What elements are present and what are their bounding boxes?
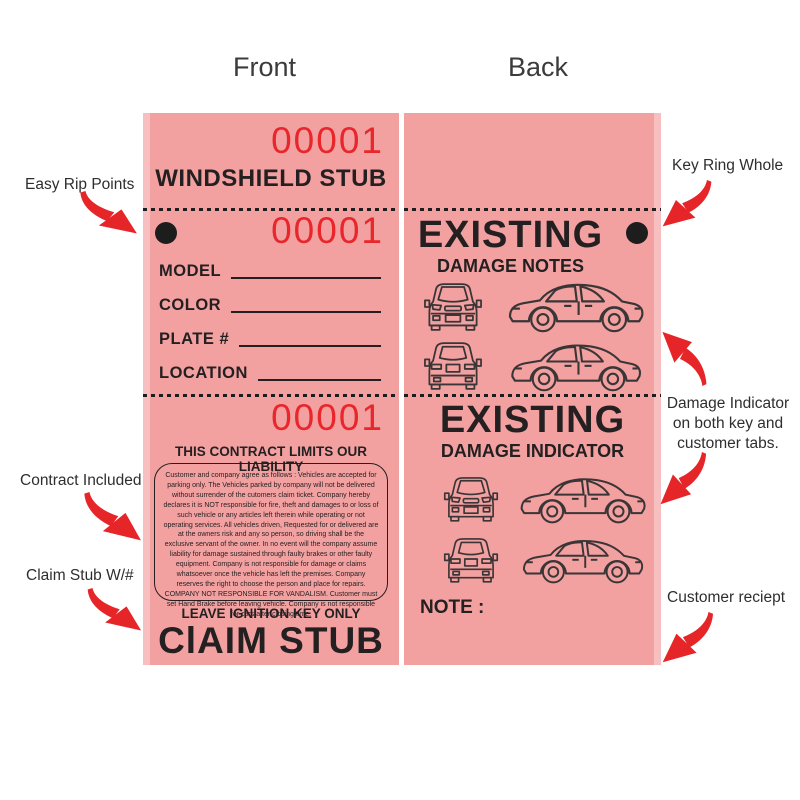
field-label: MODEL: [159, 261, 222, 280]
car-rear-view-icon: [443, 537, 499, 583]
annotation-damage-indicator: Damage Indicator on both key and custome…: [666, 395, 790, 452]
windshield-stub-number: 00001: [271, 120, 384, 161]
key-ring-hole: [155, 222, 177, 244]
field-label: LOCATION: [159, 363, 248, 382]
contract-terms-text: Customer and company agree as follows : …: [154, 463, 388, 618]
arrow-down-left-icon: [660, 612, 724, 664]
car-side-view-icon: [522, 539, 644, 583]
write-in-line: [231, 297, 381, 313]
damage-indicator-title: EXISTING: [439, 399, 626, 441]
write-in-line: [257, 365, 381, 381]
key-ring-hole: [626, 222, 648, 244]
car-side-view-icon: [520, 477, 646, 523]
arrow-up-left-icon: [660, 330, 716, 386]
windshield-stub-title: WINDSHIELD STUB: [155, 165, 387, 192]
arrow-down-right-icon: [72, 492, 144, 542]
field-row-color: COLOR: [159, 288, 381, 322]
field-row-plate: PLATE #: [159, 322, 381, 356]
vehicle-fields: MODEL COLOR PLATE # LOCATION: [159, 254, 381, 390]
claim-stub-number: 00001: [271, 397, 384, 438]
annotation-key-ring-whole: Key Ring Whole: [672, 157, 784, 174]
front-column-label: Front: [233, 52, 297, 82]
claim-stub-title: ClAIM STUB: [158, 620, 384, 661]
arrow-down-left-icon: [658, 452, 716, 506]
damage-indicator-car-diagrams: [430, 469, 646, 587]
perforation-line: [143, 208, 399, 211]
field-label: PLATE #: [159, 329, 230, 348]
key-tag-number: 00001: [271, 210, 384, 251]
annotation-claim-stub: Claim Stub W/#: [26, 567, 134, 584]
damage-notes-subtitle: DAMAGE NOTES: [436, 256, 584, 276]
field-label: COLOR: [159, 295, 222, 314]
perforation-line: [143, 394, 399, 397]
perforation-line: [404, 394, 661, 397]
note-label: NOTE :: [420, 597, 485, 618]
car-side-view-icon: [508, 283, 643, 333]
back-column-label: Back: [508, 52, 569, 82]
arrow-down-left-icon: [660, 180, 722, 228]
back-ticket: EXISTING DAMAGE NOTES EXISTING DAMAGE IN…: [404, 113, 661, 665]
car-front-view-icon: [424, 282, 482, 331]
contract-heading: THIS CONTRACT LIMITS OUR LIABILITY: [175, 444, 367, 474]
write-in-line: [239, 331, 381, 347]
annotation-easy-rip-points: Easy Rip Points: [25, 176, 135, 193]
write-in-line: [231, 263, 381, 279]
arrow-down-right-icon: [68, 191, 140, 235]
annotation-contract-included: Contract Included: [20, 472, 142, 489]
ticket-pad-edge: [143, 113, 150, 665]
field-row-model: MODEL: [159, 254, 381, 288]
annotation-customer-receipt: Customer reciept: [667, 589, 786, 606]
perforation-line: [404, 208, 661, 211]
car-front-view-icon: [443, 476, 499, 522]
damage-notes-car-diagrams: [412, 277, 655, 392]
field-row-location: LOCATION: [159, 356, 381, 390]
arrow-down-right-icon: [76, 588, 144, 632]
ticket-pad-edge: [654, 113, 661, 665]
car-rear-view-icon: [424, 342, 482, 390]
ignition-note: LEAVE IGNITION KEY ONLY: [181, 606, 361, 621]
damage-indicator-subtitle: DAMAGE INDICATOR: [440, 441, 625, 461]
damage-notes-title: EXISTING: [417, 214, 604, 256]
front-ticket: 00001 WINDSHIELD STUB 00001 MODEL COLOR …: [143, 113, 399, 665]
car-side-view-icon: [510, 343, 641, 391]
